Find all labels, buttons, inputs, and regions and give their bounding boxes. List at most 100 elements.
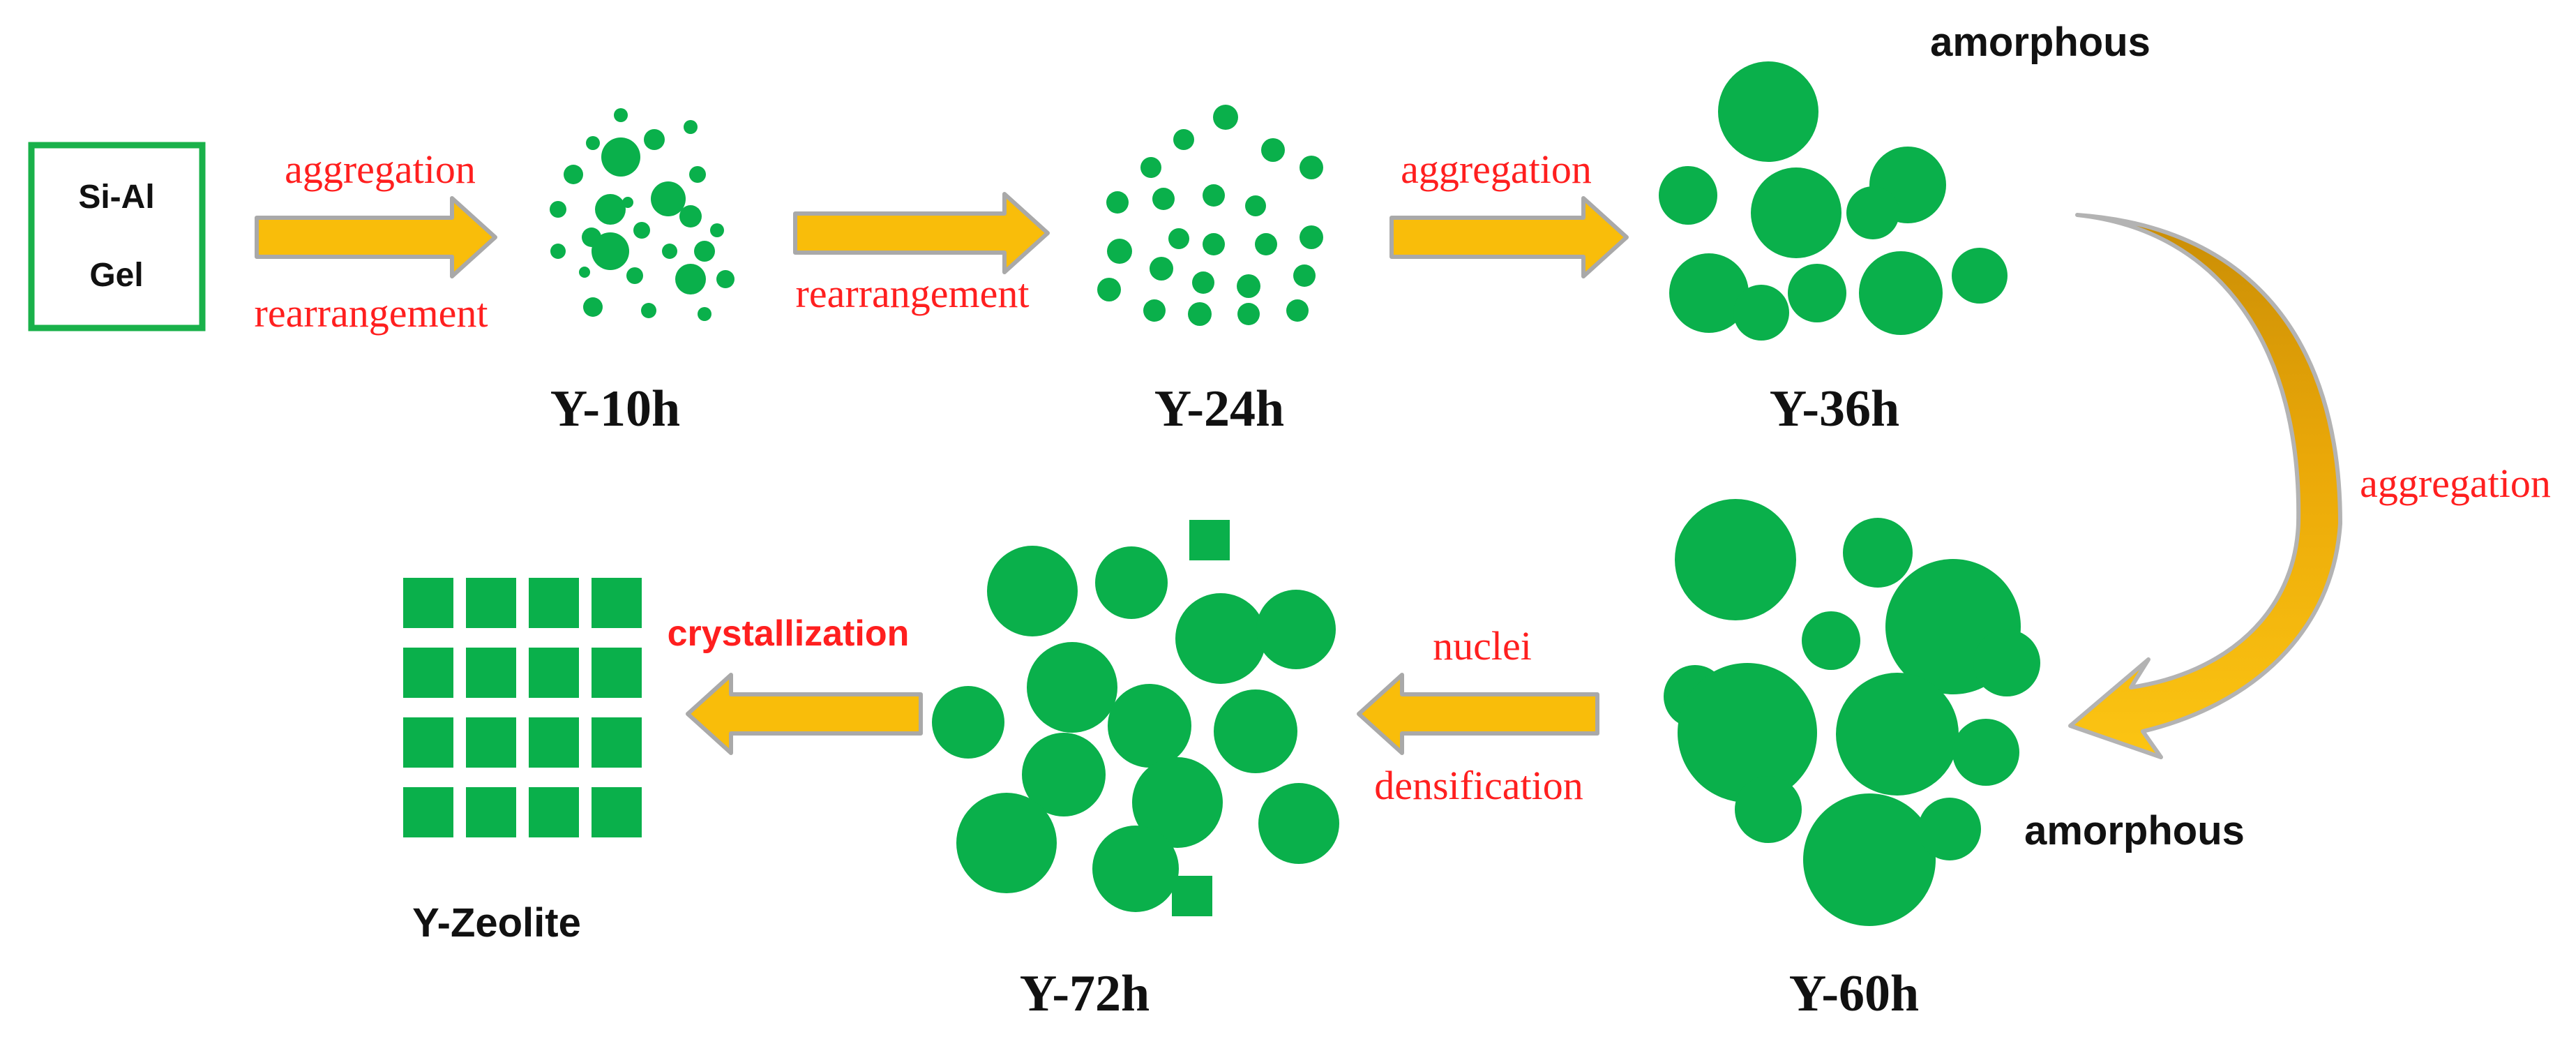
si-al-label: Si-Al: [78, 179, 154, 216]
particle: [1803, 793, 1936, 926]
particle: [1952, 248, 2008, 304]
particle: [586, 136, 600, 150]
particle: [1256, 590, 1336, 669]
particle: [1918, 798, 1981, 860]
particle: [1168, 228, 1189, 249]
particle: [644, 129, 665, 150]
arrow-shape: [1357, 673, 1599, 755]
stage-label-y24h: Y-24h: [1154, 380, 1284, 438]
amorphous-label-top: amorphous: [1930, 20, 2151, 65]
particle: [1952, 719, 2019, 786]
particle: [679, 205, 702, 227]
particle: [1152, 188, 1175, 210]
particle: [1261, 138, 1285, 162]
particle: [1237, 303, 1260, 325]
particle: [1788, 264, 1846, 322]
edge-label-nuclei: nuclei: [1433, 623, 1532, 669]
particle: [1733, 285, 1789, 341]
particle: [550, 244, 566, 259]
particle: [1659, 166, 1717, 225]
zeolite-crystal-square: [466, 648, 516, 698]
zeolite-crystal-square: [466, 578, 516, 628]
particle: [626, 267, 643, 284]
zeolite-crystal-square: [592, 648, 642, 698]
particle: [1027, 642, 1117, 733]
stage-label-y-zeolite: Y-Zeolite: [412, 900, 581, 946]
particle: [987, 546, 1078, 636]
zeolite-crystal-square: [592, 787, 642, 837]
particle: [1140, 157, 1161, 178]
particle: [583, 297, 603, 317]
particle: [1143, 299, 1166, 322]
arrow-nuclei-densification: nuclei densification: [1357, 623, 1599, 808]
particle: [564, 165, 583, 184]
particle: [1108, 684, 1191, 768]
arrow-crystallization: crystallization: [668, 613, 923, 755]
amorphous-label-bottom: amorphous: [2024, 808, 2245, 853]
particle: [1188, 302, 1212, 326]
particle: [1258, 783, 1339, 864]
arrow-aggregation-rearrangement: aggregation rearrangement: [255, 147, 497, 336]
edge-label-rearrangement-1: rearrangement: [255, 290, 488, 336]
nucleus-square-top: [1189, 520, 1230, 560]
particle: [550, 201, 566, 218]
particle: [1192, 271, 1214, 294]
particle: [601, 137, 640, 177]
particle: [1175, 593, 1266, 684]
particle: [1843, 518, 1913, 588]
particle: [1735, 776, 1802, 843]
particle: [1678, 663, 1817, 803]
zeolite-crystal-square: [466, 787, 516, 837]
stage-label-y60h: Y-60h: [1789, 965, 1919, 1022]
particle: [622, 197, 633, 208]
gel-label: Gel: [89, 257, 143, 294]
particle: [1846, 186, 1899, 239]
particle: [1022, 733, 1106, 816]
nucleus-square-bottom: [1172, 876, 1212, 916]
zeolite-crystal-square: [529, 578, 579, 628]
particle: [1245, 195, 1266, 216]
particle: [595, 194, 626, 225]
particle: [1802, 611, 1860, 670]
edge-label-crystallization: crystallization: [668, 613, 910, 654]
arrow-shape: [1389, 196, 1629, 278]
edge-label-rearrangement-2: rearrangement: [796, 271, 1030, 316]
zeolite-crystal-square: [403, 787, 453, 837]
particle: [1718, 61, 1818, 162]
stage-label-y72h: Y-72h: [1020, 965, 1150, 1022]
zeolite-crystal-square: [529, 648, 579, 698]
arrow-shape: [793, 192, 1050, 274]
zeolite-crystal-square: [529, 787, 579, 837]
arrow-shape: [255, 196, 497, 278]
particle: [1107, 239, 1132, 264]
particle: [1300, 225, 1323, 249]
particle: [1751, 167, 1841, 258]
particle: [633, 222, 650, 239]
particle: [1173, 129, 1194, 150]
zeolite-crystal-square: [403, 717, 453, 768]
particle: [651, 181, 686, 216]
particle: [1836, 673, 1959, 796]
particle: [1132, 757, 1223, 848]
curved-arrow-aggregation: aggregation: [2068, 213, 2551, 759]
cluster-y10h: [550, 108, 735, 321]
particle: [614, 108, 628, 122]
particle: [1213, 105, 1238, 130]
particle: [1669, 253, 1749, 333]
particle: [1286, 299, 1309, 322]
particle: [716, 270, 735, 288]
particle: [641, 303, 656, 318]
zeolite-crystal-square: [403, 578, 453, 628]
particle: [932, 686, 1004, 759]
edge-label-aggregation-2: aggregation: [1401, 147, 1592, 192]
particle: [1214, 689, 1297, 773]
zeolite-crystal-square: [466, 717, 516, 768]
zeolite-crystal-grid: [403, 578, 642, 837]
particle: [1859, 251, 1943, 335]
particle: [1095, 546, 1168, 619]
stage-label-y36h: Y-36h: [1770, 380, 1899, 438]
zeolite-crystal-square: [592, 717, 642, 768]
arrow-aggregation-2: aggregation: [1389, 147, 1629, 278]
zeolite-crystal-square: [529, 717, 579, 768]
